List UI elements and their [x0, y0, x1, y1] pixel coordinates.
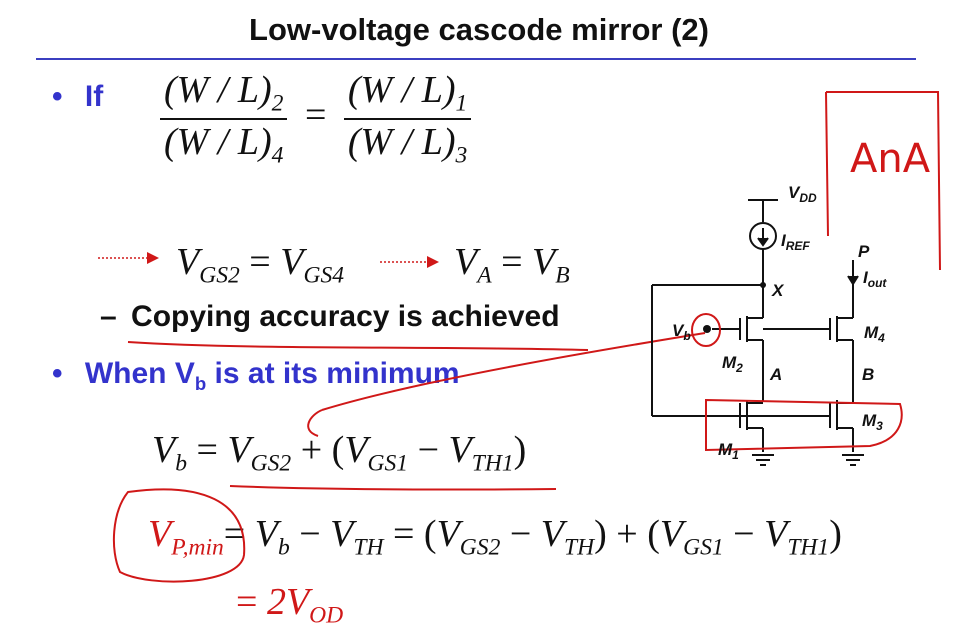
underline-vb [229, 485, 557, 491]
bullet-when: • When Vb is at its minimum [52, 357, 460, 395]
title-underline [36, 58, 916, 60]
label-m1: M1 [718, 440, 739, 462]
equation-vpmin: VP,min= Vb − VTH = (VGS2 − VTH) + (VGS1 … [148, 513, 842, 561]
equation-2vod: = 2VOD [236, 581, 344, 629]
label-iref: IREF [781, 231, 810, 253]
node-vb-dot [703, 325, 711, 333]
label-m3: M3 [862, 411, 883, 433]
label-p: P [858, 242, 870, 261]
dash: – [100, 300, 117, 333]
fraction-right: (W / L)1 (W / L)3 [343, 68, 472, 169]
label-vb: Vb [672, 321, 691, 343]
label-iout: Iout [863, 268, 887, 290]
bullet-if: • If [52, 80, 103, 114]
annotation-link-hook [307, 409, 323, 437]
annotation-text: AnA [850, 136, 931, 182]
page-title: Low-voltage cascode mirror (2) [249, 12, 709, 47]
label-m4: M4 [864, 323, 885, 345]
equation-ratio: (W / L)2 (W / L)4 = (W / L)1 (W / L)3 [160, 68, 472, 169]
annotation-box [825, 91, 941, 271]
label-a: A [769, 365, 782, 384]
node-x-dot [760, 282, 766, 288]
sub-bullet-copying: – Copying accuracy is achieved [100, 300, 560, 334]
label-m2: M2 [722, 353, 743, 375]
label-b: B [862, 365, 874, 384]
when-label: When V [84, 357, 195, 390]
box-m1-m3 [705, 398, 903, 452]
circle-vpmin [112, 488, 246, 583]
fraction-left: (W / L)2 (W / L)4 [160, 68, 288, 169]
bullet-dot: • [52, 357, 63, 390]
when-sub: b [194, 373, 207, 394]
equation-va-vb: VA = VB [454, 241, 570, 289]
label-x: X [771, 281, 785, 300]
equation-vgs: VGS2 = VGS4 [176, 241, 344, 289]
when-rest: is at its minimum [206, 357, 460, 390]
equation-vb: Vb = VGS2 + (VGS1 − VTH1) [152, 429, 527, 477]
bullet-if-label: If [84, 80, 104, 113]
bullet-dot: • [52, 80, 63, 113]
underline-copying [127, 341, 589, 351]
label-vdd: VDD [788, 183, 817, 205]
copying-label: Copying accuracy is achieved [131, 300, 560, 333]
annotation-link-line [321, 332, 706, 411]
circle-vb [691, 313, 721, 347]
